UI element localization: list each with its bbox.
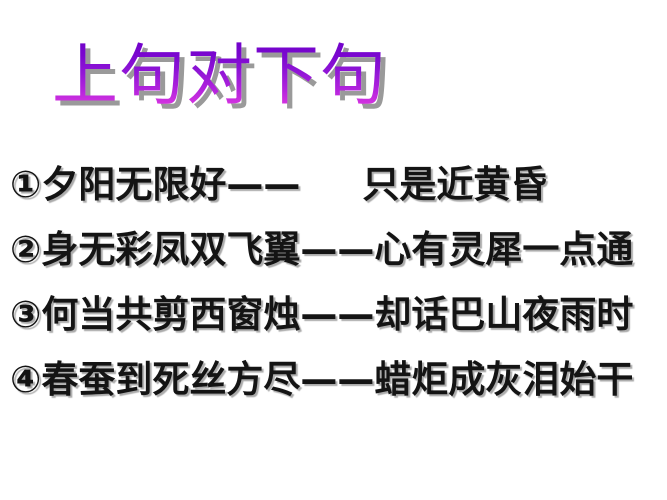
item-marker: ③ xyxy=(10,292,42,336)
couplet-lower-line: 蜡炬成灰泪始干 xyxy=(374,357,634,401)
couplet-lower-line: 心有灵犀一点通 xyxy=(374,227,634,271)
slide-title: 上句对下句 上句对下句 xyxy=(52,36,391,122)
couplet-dash: —— xyxy=(300,292,375,336)
couplet-dash: —— xyxy=(300,227,375,271)
item-marker: ② xyxy=(10,227,42,271)
couplet-upper-line: 夕阳无限好 xyxy=(41,162,227,206)
slide-title-text: 上句对下句 xyxy=(52,37,387,114)
slide-title-shadow-layer: 上句对下句 xyxy=(57,41,392,121)
couplet-dash: —— xyxy=(300,357,375,401)
couplet-lower-line: 只是近黄昏 xyxy=(362,162,548,206)
couplet-row: ④ 春蚕到死丝方尽 —— 蜡炬成灰泪始干 xyxy=(0,347,667,412)
couplet-list: ① 夕阳无限好 —— 只是近黄昏 ② 身无彩凤双飞翼 —— 心有灵犀一点通 ③ … xyxy=(0,152,667,412)
couplet-row: ③ 何当共剪西窗烛 —— 却话巴山夜雨时 xyxy=(0,282,667,347)
couplet-dash: —— xyxy=(226,162,301,206)
couplet-upper-line: 身无彩凤双飞翼 xyxy=(41,227,301,271)
couplet-row: ② 身无彩凤双飞翼 —— 心有灵犀一点通 xyxy=(0,217,667,282)
couplet-upper-line: 何当共剪西窗烛 xyxy=(41,292,301,336)
couplet-row: ① 夕阳无限好 —— 只是近黄昏 xyxy=(0,152,667,217)
couplet-upper-line: 春蚕到死丝方尽 xyxy=(41,357,301,401)
item-marker: ① xyxy=(10,162,42,206)
couplet-lower-line: 却话巴山夜雨时 xyxy=(374,292,634,336)
item-marker: ④ xyxy=(10,357,42,401)
